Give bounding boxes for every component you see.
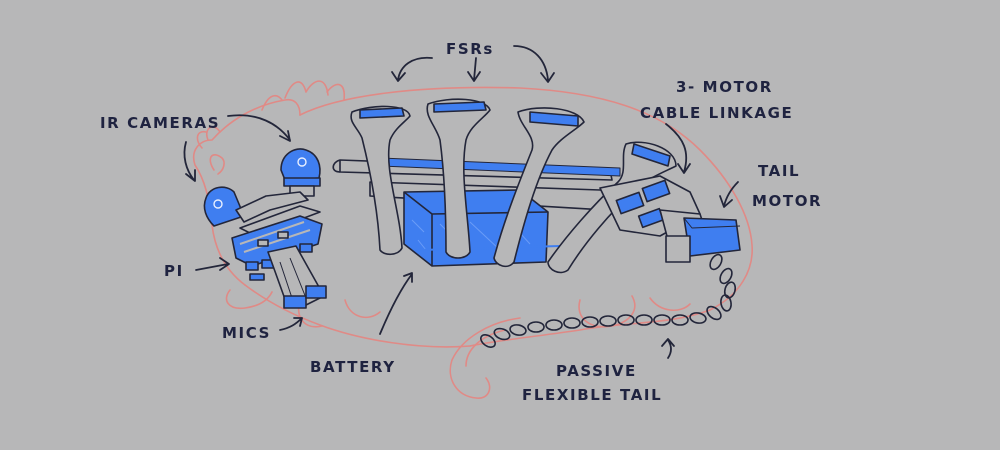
fsrs-arrow-right xyxy=(514,46,554,82)
tail-motor-label-line1: TAIL xyxy=(758,162,800,180)
ir-cameras-label: IR CAMERAS xyxy=(100,114,220,132)
pi-arrow xyxy=(196,258,229,270)
ir-camera-left xyxy=(204,187,244,226)
fsrs-label: FSRs xyxy=(446,40,494,58)
tail-motor-label-line2: MOTOR xyxy=(752,192,822,210)
fsrs-arrow-middle xyxy=(468,58,480,81)
motor-linkage-label-line2: CABLE LINKAGE xyxy=(640,104,793,122)
motor-linkage xyxy=(600,176,740,262)
battery-label: BATTERY xyxy=(310,358,396,376)
mics-label: MICS xyxy=(222,324,271,342)
ir-camera-right xyxy=(281,149,320,180)
mic-right xyxy=(306,286,326,298)
tail-motor xyxy=(684,218,740,256)
passive-tail-label-line1: PASSIVE xyxy=(556,362,637,380)
head-assembly xyxy=(204,149,326,308)
mics-arrow xyxy=(280,318,302,330)
passive-tail-arrow xyxy=(662,339,674,358)
passive-tail-label-line2: FLEXIBLE TAIL xyxy=(522,386,662,404)
battery-arrow xyxy=(380,273,412,334)
mic-left xyxy=(284,296,306,308)
motor-linkage-label-line1: 3- MOTOR xyxy=(676,78,773,96)
fsrs-arrow-left xyxy=(392,58,432,81)
tail-chain xyxy=(479,253,737,350)
pi-label: PI xyxy=(164,262,184,280)
fsr-cup-1 xyxy=(351,106,410,254)
